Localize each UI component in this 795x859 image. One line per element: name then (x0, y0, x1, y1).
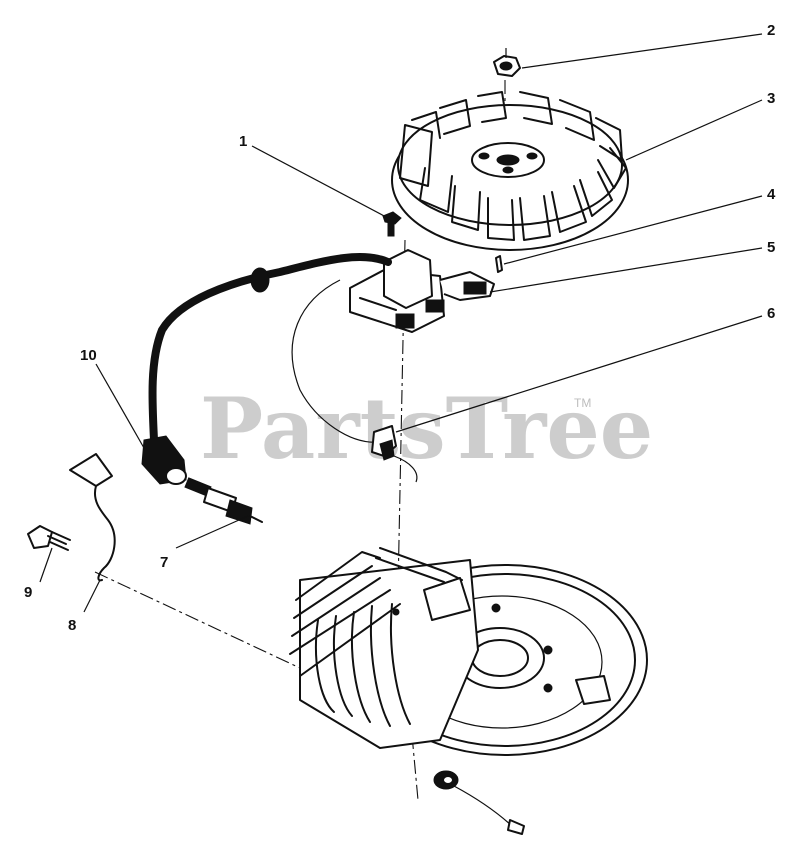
ignition-lead (148, 253, 392, 444)
wire-retainer-part-8[interactable] (69, 453, 116, 582)
callout-1[interactable]: 1 (239, 133, 247, 150)
spark-plug-boot-part-10[interactable] (141, 435, 187, 485)
engine-block (289, 547, 648, 756)
watermark-tm: TM (574, 396, 591, 410)
callout-6[interactable]: 6 (767, 305, 775, 322)
watermark-text: PartsTree (200, 379, 653, 478)
callout-8[interactable]: 8 (68, 617, 76, 634)
leader-lines (39, 33, 763, 613)
callout-2[interactable]: 2 (767, 22, 775, 39)
flywheel-key-part-4[interactable] (495, 255, 503, 273)
callout-4[interactable]: 4 (767, 186, 776, 203)
watermark: PartsTree TM (200, 379, 653, 478)
flywheel-nut-part-2[interactable] (493, 48, 521, 77)
ground-clip-part-6[interactable] (291, 279, 418, 483)
kill-wire-grommet (433, 770, 525, 835)
flywheel-part-3[interactable] (391, 91, 629, 251)
callout-labels: 1 2 3 4 5 6 7 8 9 10 (24, 22, 776, 634)
callout-7[interactable]: 7 (160, 554, 168, 571)
callout-3[interactable]: 3 (767, 90, 775, 107)
callout-10[interactable]: 10 (80, 347, 97, 364)
bolt-part-9[interactable] (27, 525, 71, 551)
ignition-module-part-5[interactable] (349, 249, 495, 333)
spark-plug-part-7[interactable] (184, 477, 263, 525)
callout-9[interactable]: 9 (24, 584, 32, 601)
callout-5[interactable]: 5 (767, 239, 775, 256)
screw-part-1[interactable] (382, 211, 402, 237)
